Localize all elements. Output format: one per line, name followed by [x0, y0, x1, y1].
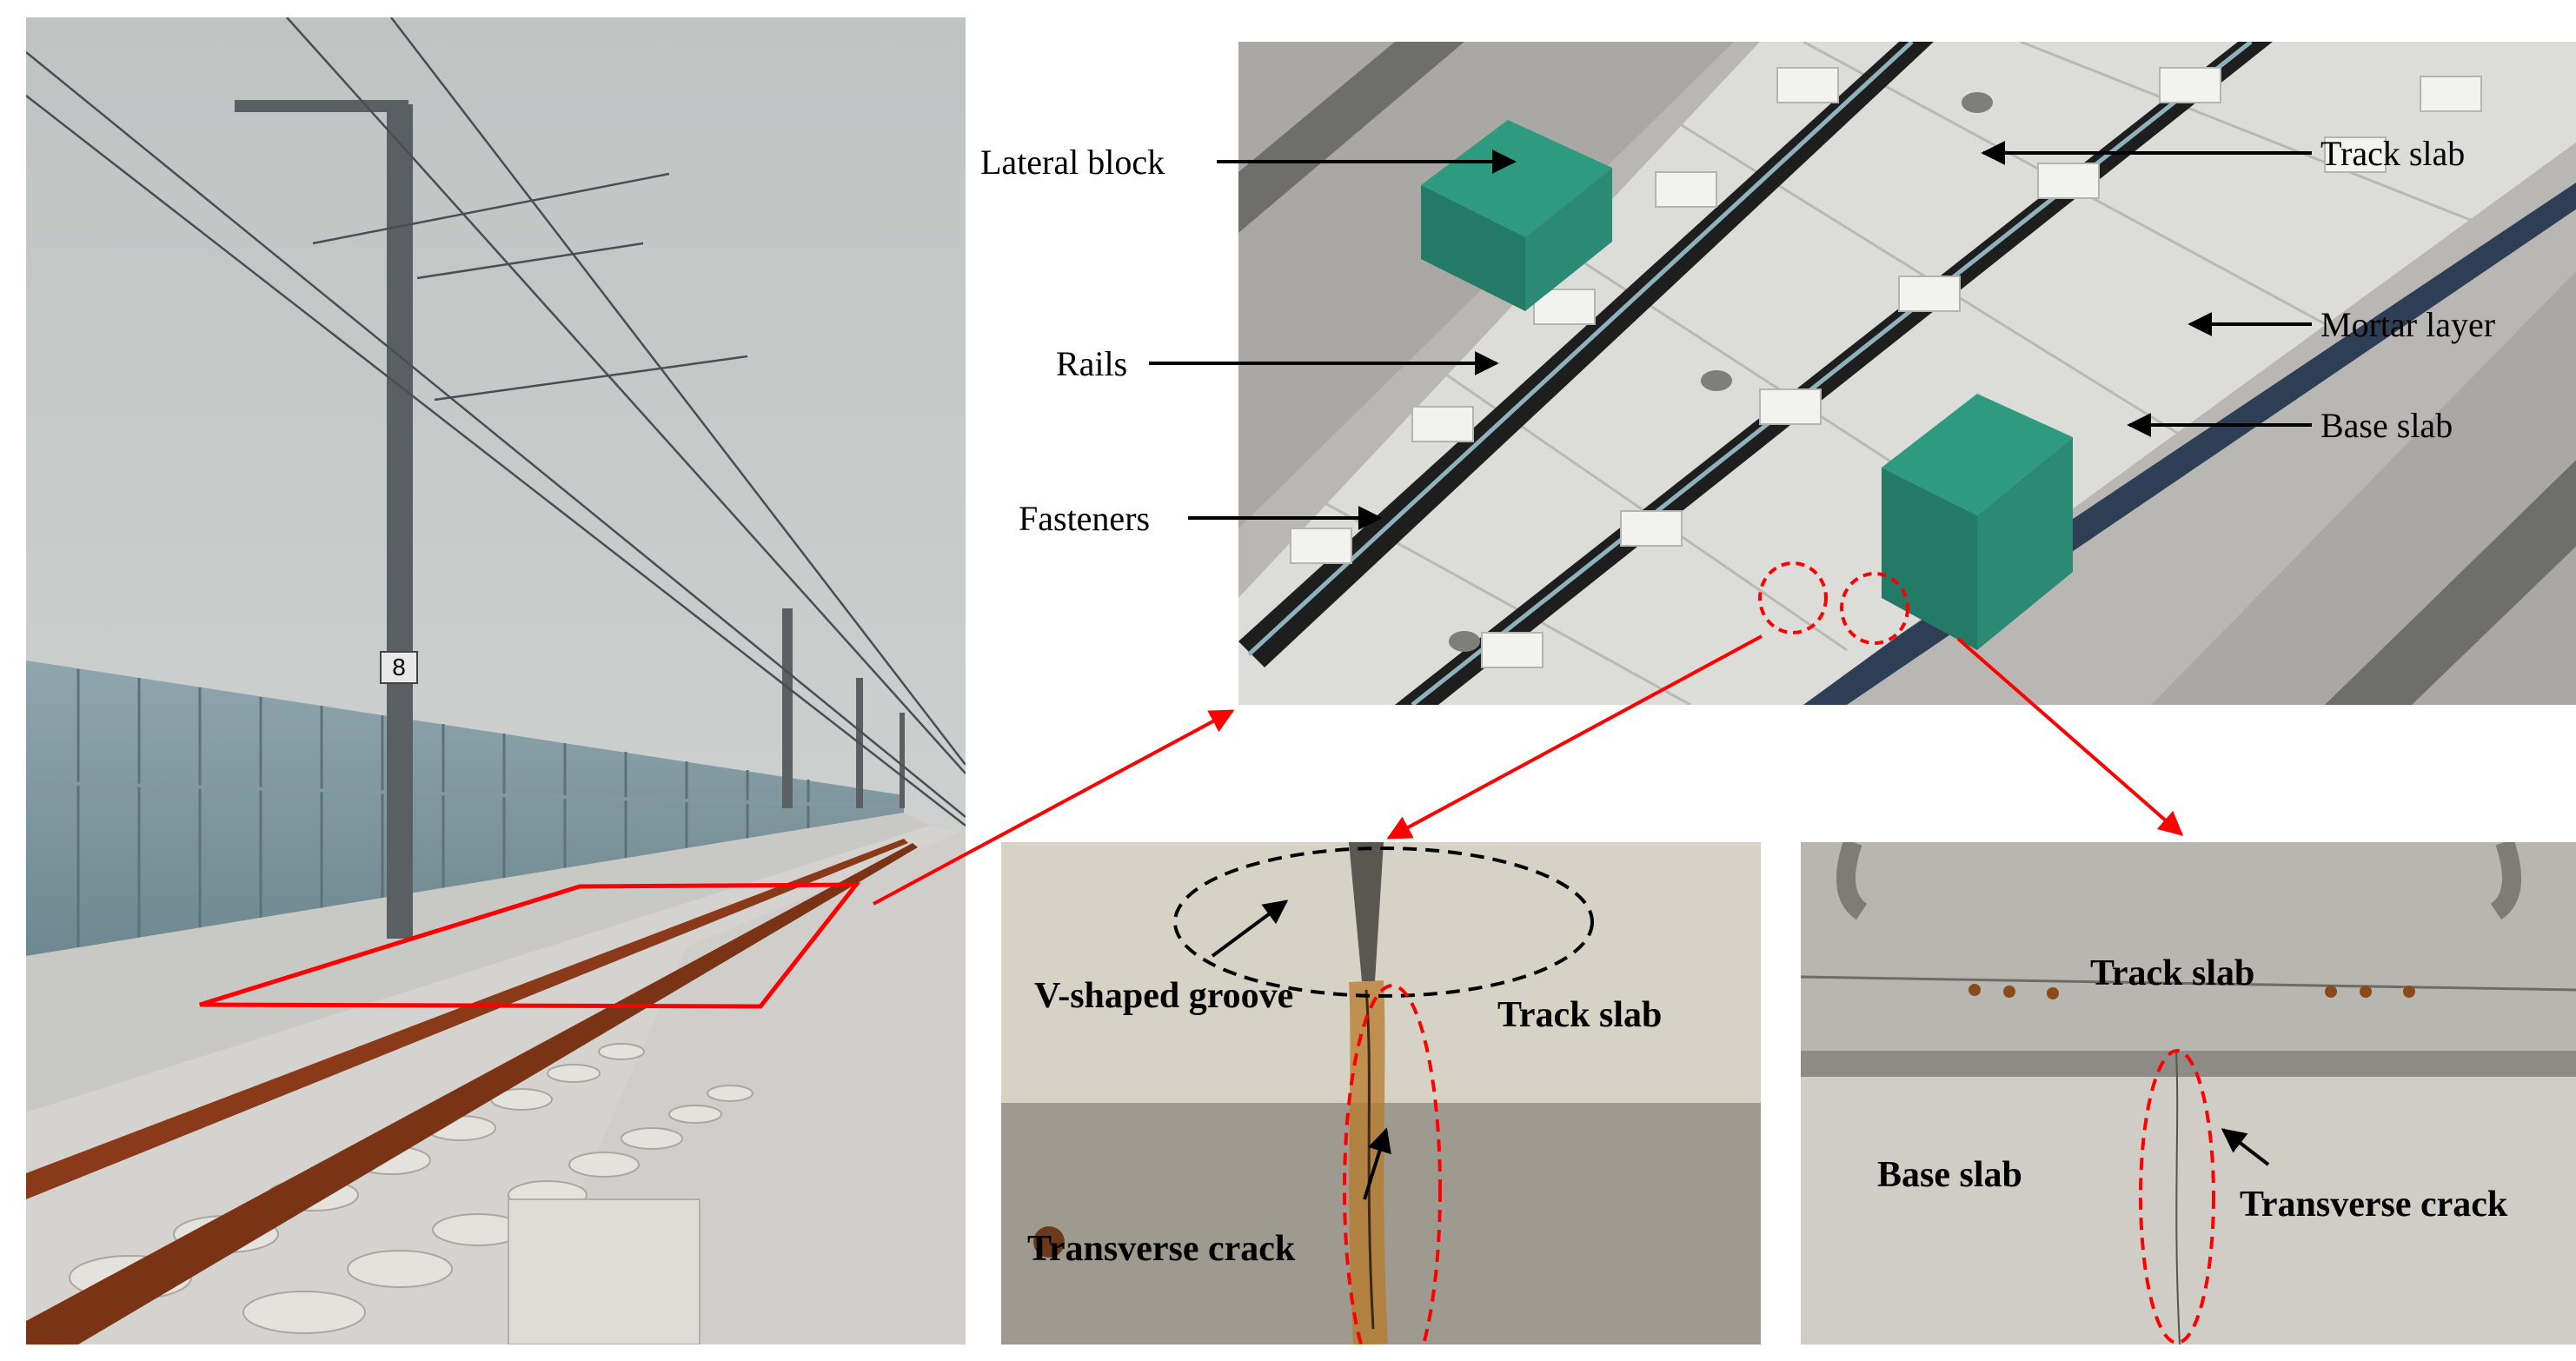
label-rails: Rails [1056, 344, 1128, 383]
crack-line [2175, 1050, 2181, 1344]
pole-number-plate [380, 651, 418, 684]
track-3d-render [1238, 42, 2576, 705]
base-slab-crack-scene [1801, 842, 2576, 1344]
lateral-block-photo [508, 1198, 700, 1344]
label-track-slab: Track slab [2320, 134, 2466, 173]
pole-number: 8 [392, 654, 406, 680]
crack-marker-mid [1343, 984, 1442, 1344]
track-model [1238, 42, 2576, 705]
overhead-wires [26, 17, 966, 827]
track-slab-crack-scene [1001, 842, 1761, 1344]
label-base-slab: Base slab [2320, 406, 2453, 445]
catenary-pole [387, 104, 413, 939]
track-slab-crack-photo [1001, 842, 1761, 1344]
label-right-base-slab: Base slab [1877, 1155, 2022, 1195]
label-mid-crack: Transverse crack [1027, 1229, 1296, 1269]
label-lateral-block: Lateral block [980, 143, 1165, 182]
v-groove [1349, 842, 1384, 981]
highlight-region [199, 882, 861, 1009]
rail-left [26, 839, 908, 1199]
label-mid-track-slab: Track slab [1497, 995, 1663, 1035]
railway-scene: 8 [26, 17, 966, 1344]
railway-photo: 8 [26, 17, 966, 1344]
crack-marker-right [2139, 1049, 2215, 1344]
label-fasteners: Fasteners [1019, 499, 1151, 538]
label-v-groove: V-shaped groove [1034, 976, 1294, 1016]
lateral-blocks-3d [1421, 120, 2073, 650]
crack-marker-1 [1758, 561, 1828, 634]
label-right-track-slab: Track slab [2090, 953, 2255, 993]
rail-right [26, 843, 918, 1344]
fasteners-3d [1290, 67, 2482, 668]
track-slab [1238, 42, 2576, 705]
crack-marker-2 [1840, 572, 1909, 645]
groove-marker [1173, 846, 1594, 998]
noise-barrier [26, 661, 904, 956]
base-slab-face [1801, 1068, 2576, 1344]
base-slab-crack-photo [1801, 842, 2576, 1344]
label-right-crack: Transverse crack [2240, 1185, 2508, 1225]
label-mortar-layer: Mortar layer [2320, 305, 2496, 344]
rail-1 [1238, 42, 1934, 667]
track-slab-face [1801, 842, 2576, 1068]
